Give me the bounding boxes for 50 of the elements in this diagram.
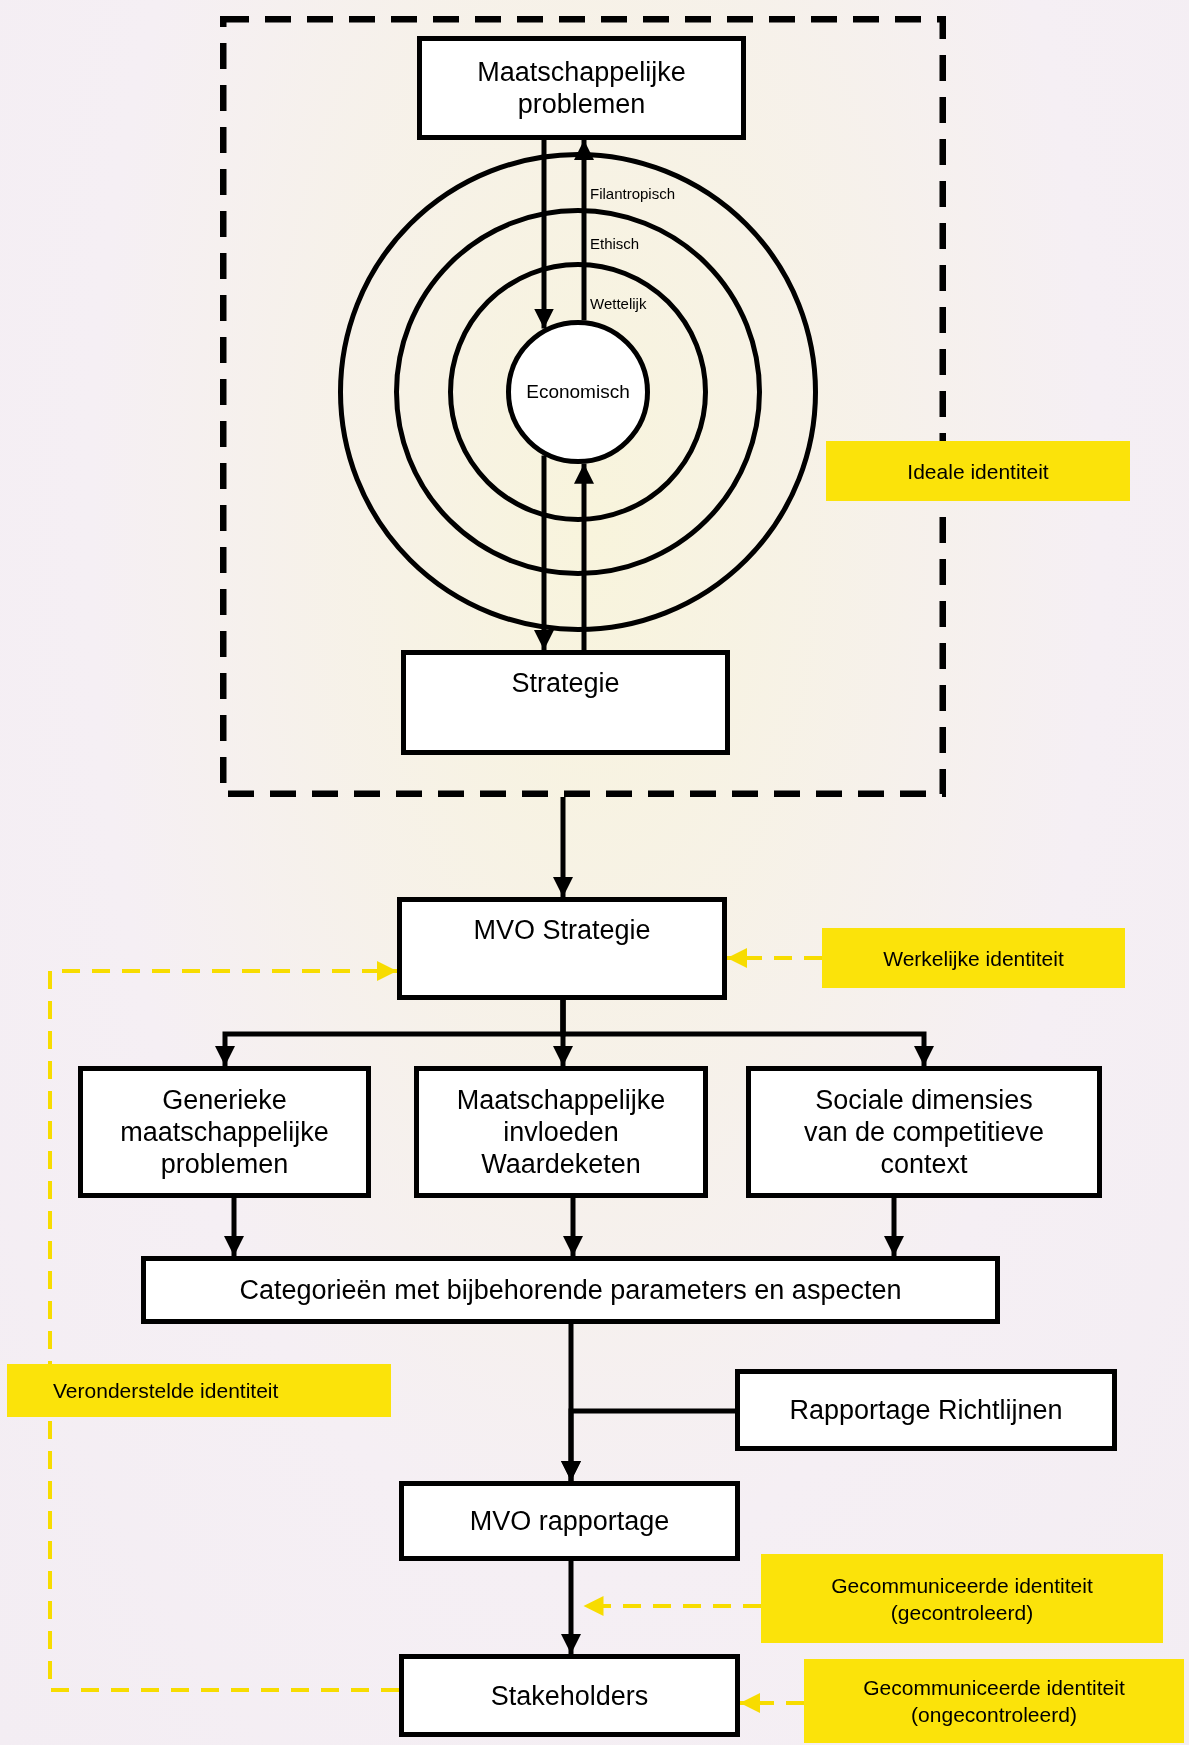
box-text: Strategie <box>511 667 620 699</box>
box-text: Rapportage Richtlijnen <box>789 1394 1063 1426</box>
arrow <box>574 140 594 321</box>
identity-tag <box>826 441 1130 501</box>
process-box <box>417 36 746 140</box>
box-text: Generieke maatschappelijke problemen <box>119 1084 330 1180</box>
arrow <box>553 797 573 897</box>
arrow <box>561 1408 735 1481</box>
identity-tag <box>761 1554 1163 1643</box>
ring-circle <box>448 262 708 522</box>
arrow <box>534 455 554 650</box>
tag-text: Ideale identiteit <box>907 458 1049 485</box>
box-text: Sociale dimensies van de competitieve context <box>802 1084 1046 1180</box>
box-text: Maatschappelijke invloeden Waardeketen <box>455 1084 667 1180</box>
process-box <box>401 650 730 755</box>
process-box <box>414 1066 708 1198</box>
arrow <box>560 1000 934 1066</box>
arrow <box>563 1198 583 1256</box>
arrow <box>561 1561 581 1654</box>
box-text: Categorieën met bijbehorende parameters en aspecten <box>239 1274 902 1306</box>
process-box <box>397 897 727 1000</box>
ring-label: Wettelijk <box>590 294 647 314</box>
process-box <box>746 1066 1102 1198</box>
dashed-arrow <box>583 1596 761 1616</box>
process-box <box>399 1654 740 1737</box>
ring-circle <box>338 152 818 632</box>
dashed-arrow <box>740 1693 804 1713</box>
edge-label: Veronderstelde identiteit <box>7 1364 391 1417</box>
dashed-arrow <box>727 948 822 968</box>
arrow <box>884 1198 904 1256</box>
box-text: Maatschappelijke problemen <box>476 56 687 120</box>
arrow <box>574 463 594 650</box>
box-text: MVO rapportage <box>469 1505 670 1537</box>
process-box <box>735 1369 1117 1451</box>
identity-tag <box>822 928 1125 988</box>
ring-circle <box>394 208 762 576</box>
tag-text: Gecommuniceerde identiteit (ongecontroleerd) <box>862 1675 1126 1728</box>
box-text: MVO Strategie <box>473 914 651 946</box>
box-text: Stakeholders <box>490 1679 649 1712</box>
arrow <box>224 1198 244 1256</box>
tag-text: Werkelijke identiteit <box>883 945 1064 972</box>
process-box <box>141 1256 1000 1324</box>
process-box <box>399 1481 740 1561</box>
tag-text: Gecommuniceerde identiteit (gecontroleerd) <box>830 1572 1094 1626</box>
ring-label: Filantropisch <box>590 184 676 204</box>
process-box <box>78 1066 371 1198</box>
ring-label: Ethisch <box>590 234 640 254</box>
circle-label: Economisch <box>526 381 630 403</box>
dashed-arrow <box>48 961 399 1692</box>
identity-tag <box>804 1659 1184 1743</box>
